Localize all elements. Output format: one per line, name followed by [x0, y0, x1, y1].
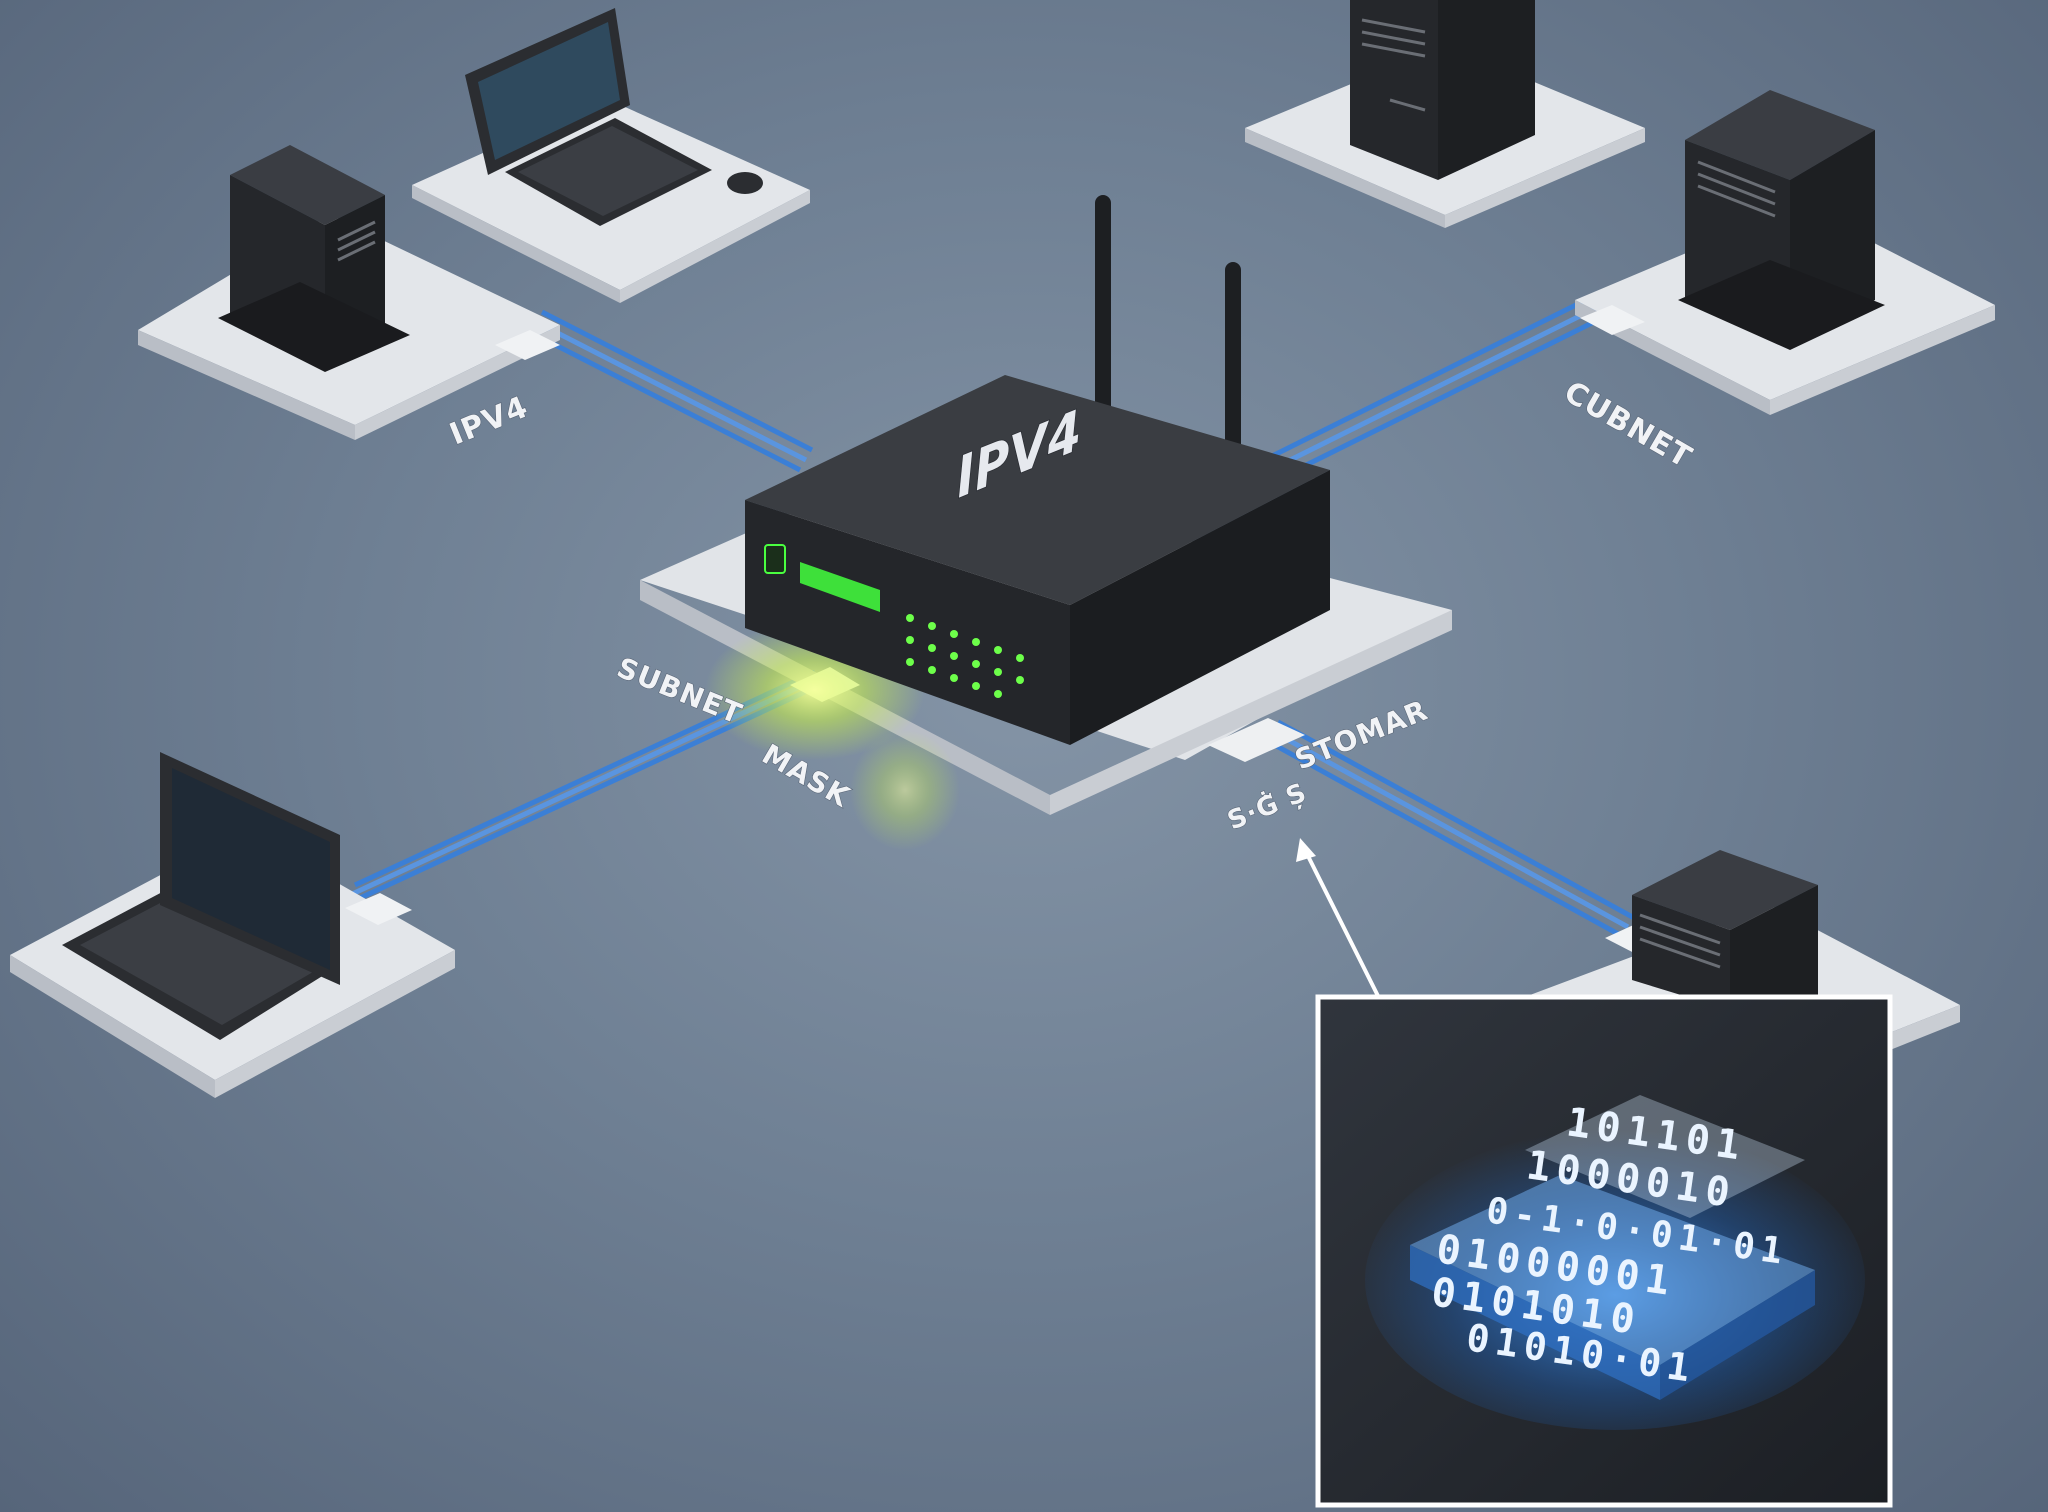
- antenna: [1095, 195, 1111, 445]
- label-right-a: STOMAR: [1290, 693, 1432, 776]
- router-node: IPV4: [640, 195, 1452, 850]
- label-right-b: S·Ġ͂ Ș: [1222, 775, 1311, 837]
- server-node-top-center: [1245, 0, 1645, 228]
- laptop-icon: [465, 8, 712, 226]
- callout-pointer: [1296, 838, 1382, 1001]
- cable-top-right: [1246, 295, 1604, 491]
- binary-block-icon: [1410, 1095, 1815, 1400]
- led-array: [906, 614, 1024, 698]
- status-display: [800, 562, 880, 612]
- laptop-icon: [62, 752, 340, 1040]
- label-top-right: CUBNET: [1558, 375, 1698, 476]
- label-top-left: IPV4: [445, 390, 533, 453]
- server-icon: [1350, 0, 1535, 180]
- mouse-icon: [727, 172, 763, 194]
- port-connector: [1580, 305, 1645, 335]
- cable-right: [1260, 719, 1638, 938]
- port-connector: [1208, 718, 1305, 762]
- cable-top-left: [528, 309, 814, 473]
- power-button: [764, 544, 786, 574]
- laptop-node-top: [412, 8, 810, 303]
- cables: [343, 295, 1638, 938]
- server-node-top-right: [1575, 90, 1995, 415]
- port-connector: [495, 330, 560, 360]
- server-node-top-left: [138, 145, 560, 440]
- antenna: [1225, 262, 1241, 490]
- laptop-node-left: [10, 752, 455, 1098]
- server-icon: [218, 145, 410, 372]
- server-icon: [1632, 850, 1818, 1010]
- led-glow: [850, 730, 960, 850]
- port-connector: [345, 893, 412, 925]
- server-icon: [1678, 90, 1885, 350]
- router-icon: IPV4: [745, 195, 1330, 745]
- binary-inset: 101101 1000010 0-1·0·01·01 01000001 0101…: [1315, 994, 1893, 1508]
